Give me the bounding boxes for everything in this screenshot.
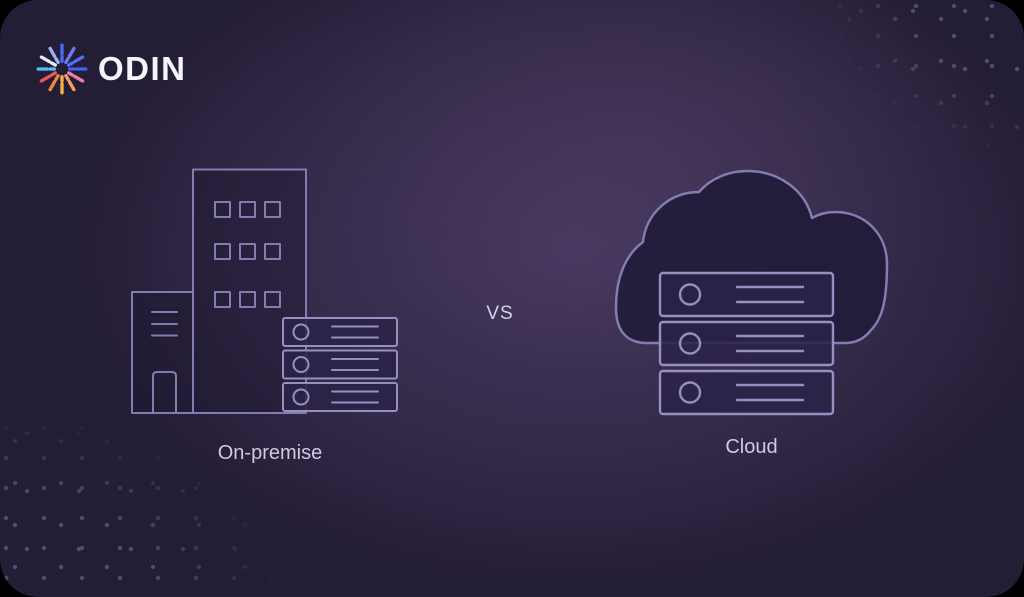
cloud-label: Cloud [725, 436, 778, 458]
vs-label: VS [486, 303, 514, 324]
small-building-icon [131, 291, 194, 414]
dot-pattern-top-right [834, 0, 1024, 150]
cloud-icon [614, 169, 889, 345]
brand-name: ODIN [98, 50, 187, 87]
cloud-illustration [614, 169, 889, 416]
on-premise-label: On-premise [217, 442, 323, 464]
door-icon [152, 371, 177, 414]
on-premise-illustration [131, 168, 398, 414]
server-rack-icon [658, 271, 835, 416]
brand-logo: ODIN [34, 41, 187, 97]
server-rack-icon [282, 317, 398, 412]
logo-burst-icon [36, 43, 88, 95]
